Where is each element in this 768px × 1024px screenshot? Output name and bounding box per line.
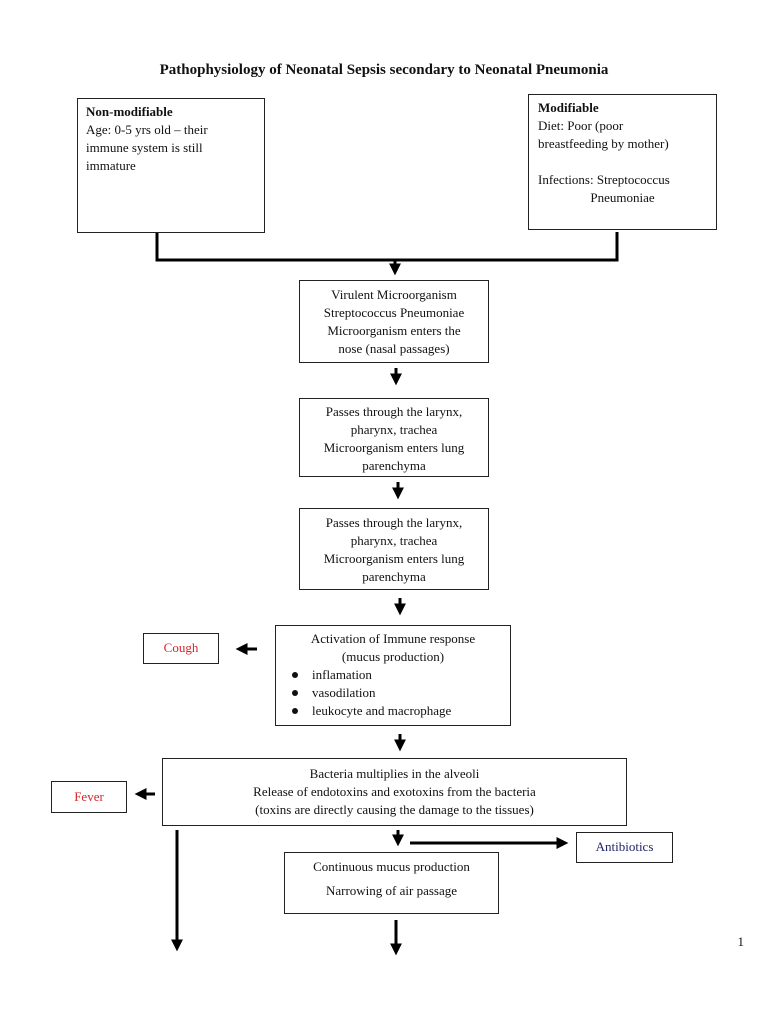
step-line: Passes through the larynx,: [325, 404, 463, 419]
step-line: parenchyma: [362, 569, 426, 584]
fever-label: Fever: [74, 789, 104, 804]
immune-response-list: inflamation vasodilation leukocyte and m…: [280, 666, 506, 720]
step-line: Streptococcus Pneumoniae: [323, 305, 465, 320]
immune-response-item: inflamation: [292, 666, 506, 684]
antibiotics-box: Antibiotics: [576, 832, 673, 863]
bacteria-multiplies-box: Bacteria multiplies in the alveoli Relea…: [162, 758, 627, 826]
step-line: Virulent Microorganism: [331, 287, 457, 302]
step-line: (toxins are directly causing the damage …: [255, 802, 534, 817]
modifiable-line: Diet: Poor (poor: [538, 118, 624, 133]
step-line: Continuous mucus production: [313, 859, 470, 874]
non-modifiable-heading: Non-modifiable: [86, 104, 173, 119]
step-line: Microorganism enters lung: [323, 440, 465, 455]
page-number: 1: [737, 934, 745, 949]
virulent-microorganism-box: Virulent Microorganism Streptococcus Pne…: [299, 280, 489, 363]
non-modifiable-line: immune system is still: [86, 140, 203, 155]
antibiotics-label: Antibiotics: [595, 839, 654, 854]
fever-box: Fever: [51, 781, 127, 813]
modifiable-box: Modifiable Diet: Poor (poor breastfeedin…: [528, 94, 717, 230]
modifiable-heading: Modifiable: [538, 100, 599, 115]
passes-through-box-2: Passes through the larynx, pharynx, trac…: [299, 508, 489, 590]
step-line: (mucus production): [341, 649, 445, 664]
non-modifiable-line: Age: 0-5 yrs old – their: [86, 122, 208, 137]
cough-box: Cough: [143, 633, 219, 664]
step-line: pharynx, trachea: [350, 533, 438, 548]
immune-response-box: Activation of Immune response (mucus pro…: [275, 625, 511, 726]
non-modifiable-box: Non-modifiable Age: 0-5 yrs old – their …: [77, 98, 265, 233]
step-line: pharynx, trachea: [350, 422, 438, 437]
risk-factor-connector: [155, 232, 619, 262]
modifiable-line: Infections: Streptococcus: [538, 172, 670, 187]
cough-label: Cough: [163, 640, 199, 655]
step-line: Activation of Immune response: [310, 631, 476, 646]
immune-response-item: leukocyte and macrophage: [292, 702, 506, 720]
step-line: nose (nasal passages): [338, 341, 450, 356]
step-line: Narrowing of air passage: [325, 883, 458, 898]
passes-through-box-1: Passes through the larynx, pharynx, trac…: [299, 398, 489, 477]
modifiable-line: Pneumoniae: [590, 190, 655, 205]
step-line: Release of endotoxins and exotoxins from…: [253, 784, 536, 799]
immune-response-item: vasodilation: [292, 684, 506, 702]
mucus-production-box: Continuous mucus production Narrowing of…: [284, 852, 499, 914]
step-line: Microorganism enters lung: [323, 551, 465, 566]
non-modifiable-line: immature: [86, 158, 136, 173]
step-line: parenchyma: [362, 458, 426, 473]
modifiable-line: breastfeeding by mother): [538, 136, 669, 151]
step-line: Passes through the larynx,: [325, 515, 463, 530]
step-line: Microorganism enters the: [327, 323, 461, 338]
diagram-title: Pathophysiology of Neonatal Sepsis secon…: [159, 62, 609, 78]
step-line: Bacteria multiplies in the alveoli: [309, 766, 480, 781]
